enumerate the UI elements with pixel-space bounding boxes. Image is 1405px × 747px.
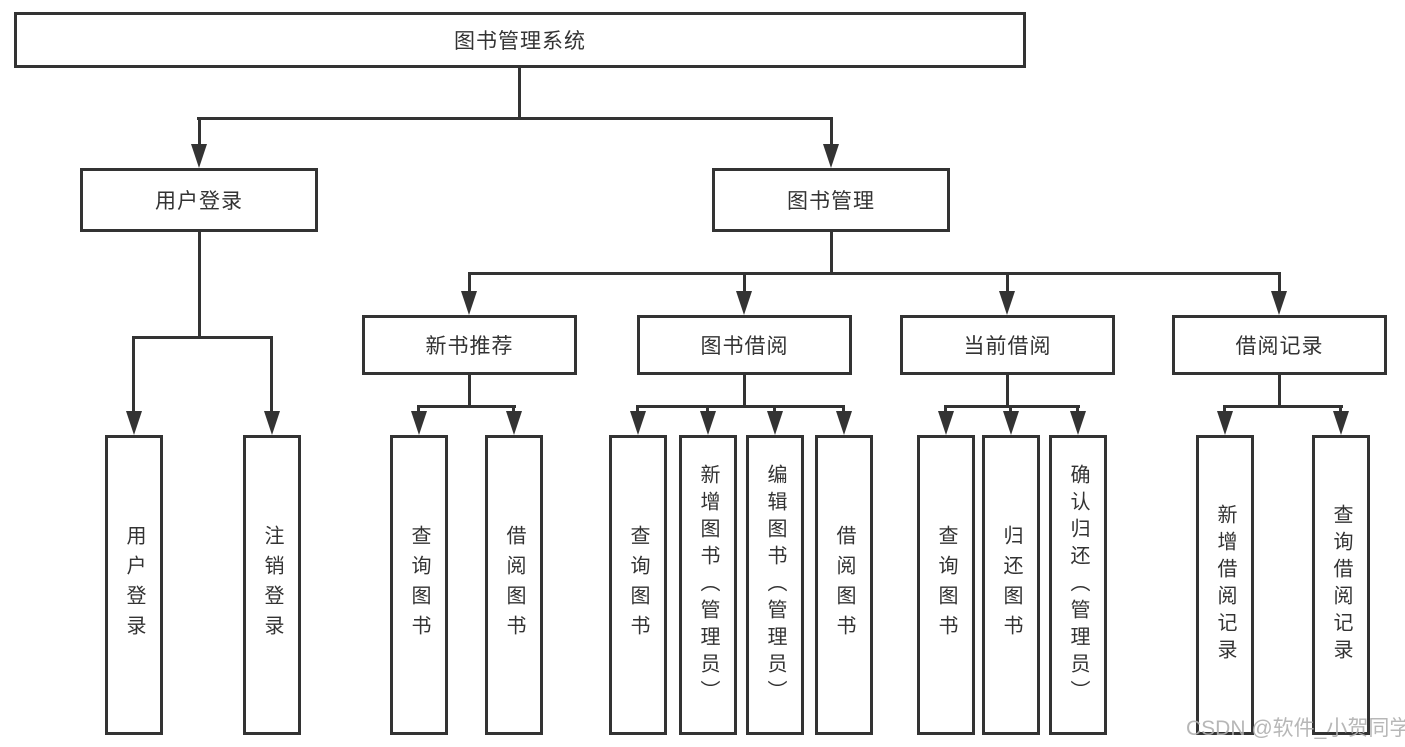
arrow-down-icon [1003,411,1019,435]
node-borrow-books-2: 借阅图书 [815,435,873,735]
node-label: 图书管理系统 [454,30,586,53]
node-current-borrow: 当前借阅 [900,315,1115,375]
node-query-borrow-record: 查询借阅记录 [1312,435,1370,735]
connector-line [706,405,709,413]
node-label: 查询图书 [935,525,957,645]
node-label: 确认归还（管理员） [1067,463,1089,707]
connector-line [743,375,746,408]
arrow-down-icon [1271,291,1287,315]
node-label: 借阅记录 [1235,335,1324,358]
connector-line [842,405,845,413]
node-return-books: 归还图书 [982,435,1040,735]
arrow-down-icon [999,291,1015,315]
node-label: 用户登录 [155,190,243,213]
arrow-down-icon [1217,411,1233,435]
node-label: 编辑图书（管理员） [764,463,786,707]
node-query-books-3: 查询图书 [917,435,975,735]
arrow-down-icon [823,144,839,168]
node-label: 新书推荐 [425,335,514,358]
arrow-down-icon [264,411,280,435]
node-label: 查询图书 [627,525,649,645]
node-confirm-return-admin: 确认归还（管理员） [1049,435,1107,735]
node-label: 查询图书 [408,525,430,645]
connector-line [512,405,515,413]
connector-line [944,405,1080,408]
arrow-down-icon [1333,411,1349,435]
connector-line [1006,272,1009,293]
node-new-book-recommend: 新书推荐 [362,315,577,375]
connector-line [270,336,273,413]
connector-line [773,405,776,413]
arrow-down-icon [1070,411,1086,435]
connector-line [1278,375,1281,408]
connector-line [636,405,639,413]
node-borrow-records: 借阅记录 [1172,315,1387,375]
connector-line [132,336,273,339]
node-add-books-admin: 新增图书（管理员） [679,435,737,735]
node-label: 归还图书 [1000,525,1022,645]
connector-line [1009,405,1012,413]
connector-line [1278,272,1281,293]
arrow-down-icon [461,291,477,315]
arrow-down-icon [836,411,852,435]
arrow-down-icon [700,411,716,435]
node-query-books-2: 查询图书 [609,435,667,735]
connector-line [743,272,746,293]
connector-line [468,375,471,408]
node-label: 注销登录 [261,525,283,645]
connector-line [417,405,516,408]
node-label: 用户登录 [123,525,145,645]
arrow-down-icon [126,411,142,435]
node-add-borrow-record: 新增借阅记录 [1196,435,1254,735]
csdn-watermark: CSDN @软件_小贺同学 [1186,717,1405,740]
node-user-login: 用户登录 [80,168,318,232]
node-label: 查询借阅记录 [1330,504,1352,666]
connector-line [518,68,521,117]
node-label: 图书管理 [787,190,875,213]
connector-line [417,405,420,413]
connector-line [636,405,845,408]
connector-line [468,272,471,293]
node-edit-books-admin: 编辑图书（管理员） [746,435,804,735]
node-label: 借阅图书 [503,525,525,645]
node-book-management: 图书管理 [712,168,950,232]
connector-line [1076,405,1079,413]
connector-line [1223,405,1343,408]
arrow-down-icon [767,411,783,435]
node-library-management-system: 图书管理系统 [14,12,1026,68]
arrow-down-icon [736,291,752,315]
connector-line [197,117,833,120]
node-book-borrow: 图书借阅 [637,315,852,375]
connector-line [1339,405,1342,413]
node-query-books-1: 查询图书 [390,435,448,735]
connector-line [198,117,201,146]
arrow-down-icon [506,411,522,435]
connector-line [830,117,833,146]
connector-line [198,232,201,336]
arrow-down-icon [411,411,427,435]
node-label: 当前借阅 [963,335,1052,358]
connector-line [830,232,833,272]
connector-line [944,405,947,413]
connector-line [1223,405,1226,413]
arrow-down-icon [630,411,646,435]
node-label: 图书借阅 [700,335,789,358]
connector-line [468,272,1281,275]
node-label: 新增借阅记录 [1214,504,1236,666]
connector-line [1006,375,1009,408]
node-user-login-leaf: 用户登录 [105,435,163,735]
node-label: 借阅图书 [833,525,855,645]
node-logout: 注销登录 [243,435,301,735]
node-label: 新增图书（管理员） [697,463,719,707]
arrow-down-icon [938,411,954,435]
arrow-down-icon [191,144,207,168]
connector-line [132,336,135,413]
node-borrow-books-1: 借阅图书 [485,435,543,735]
